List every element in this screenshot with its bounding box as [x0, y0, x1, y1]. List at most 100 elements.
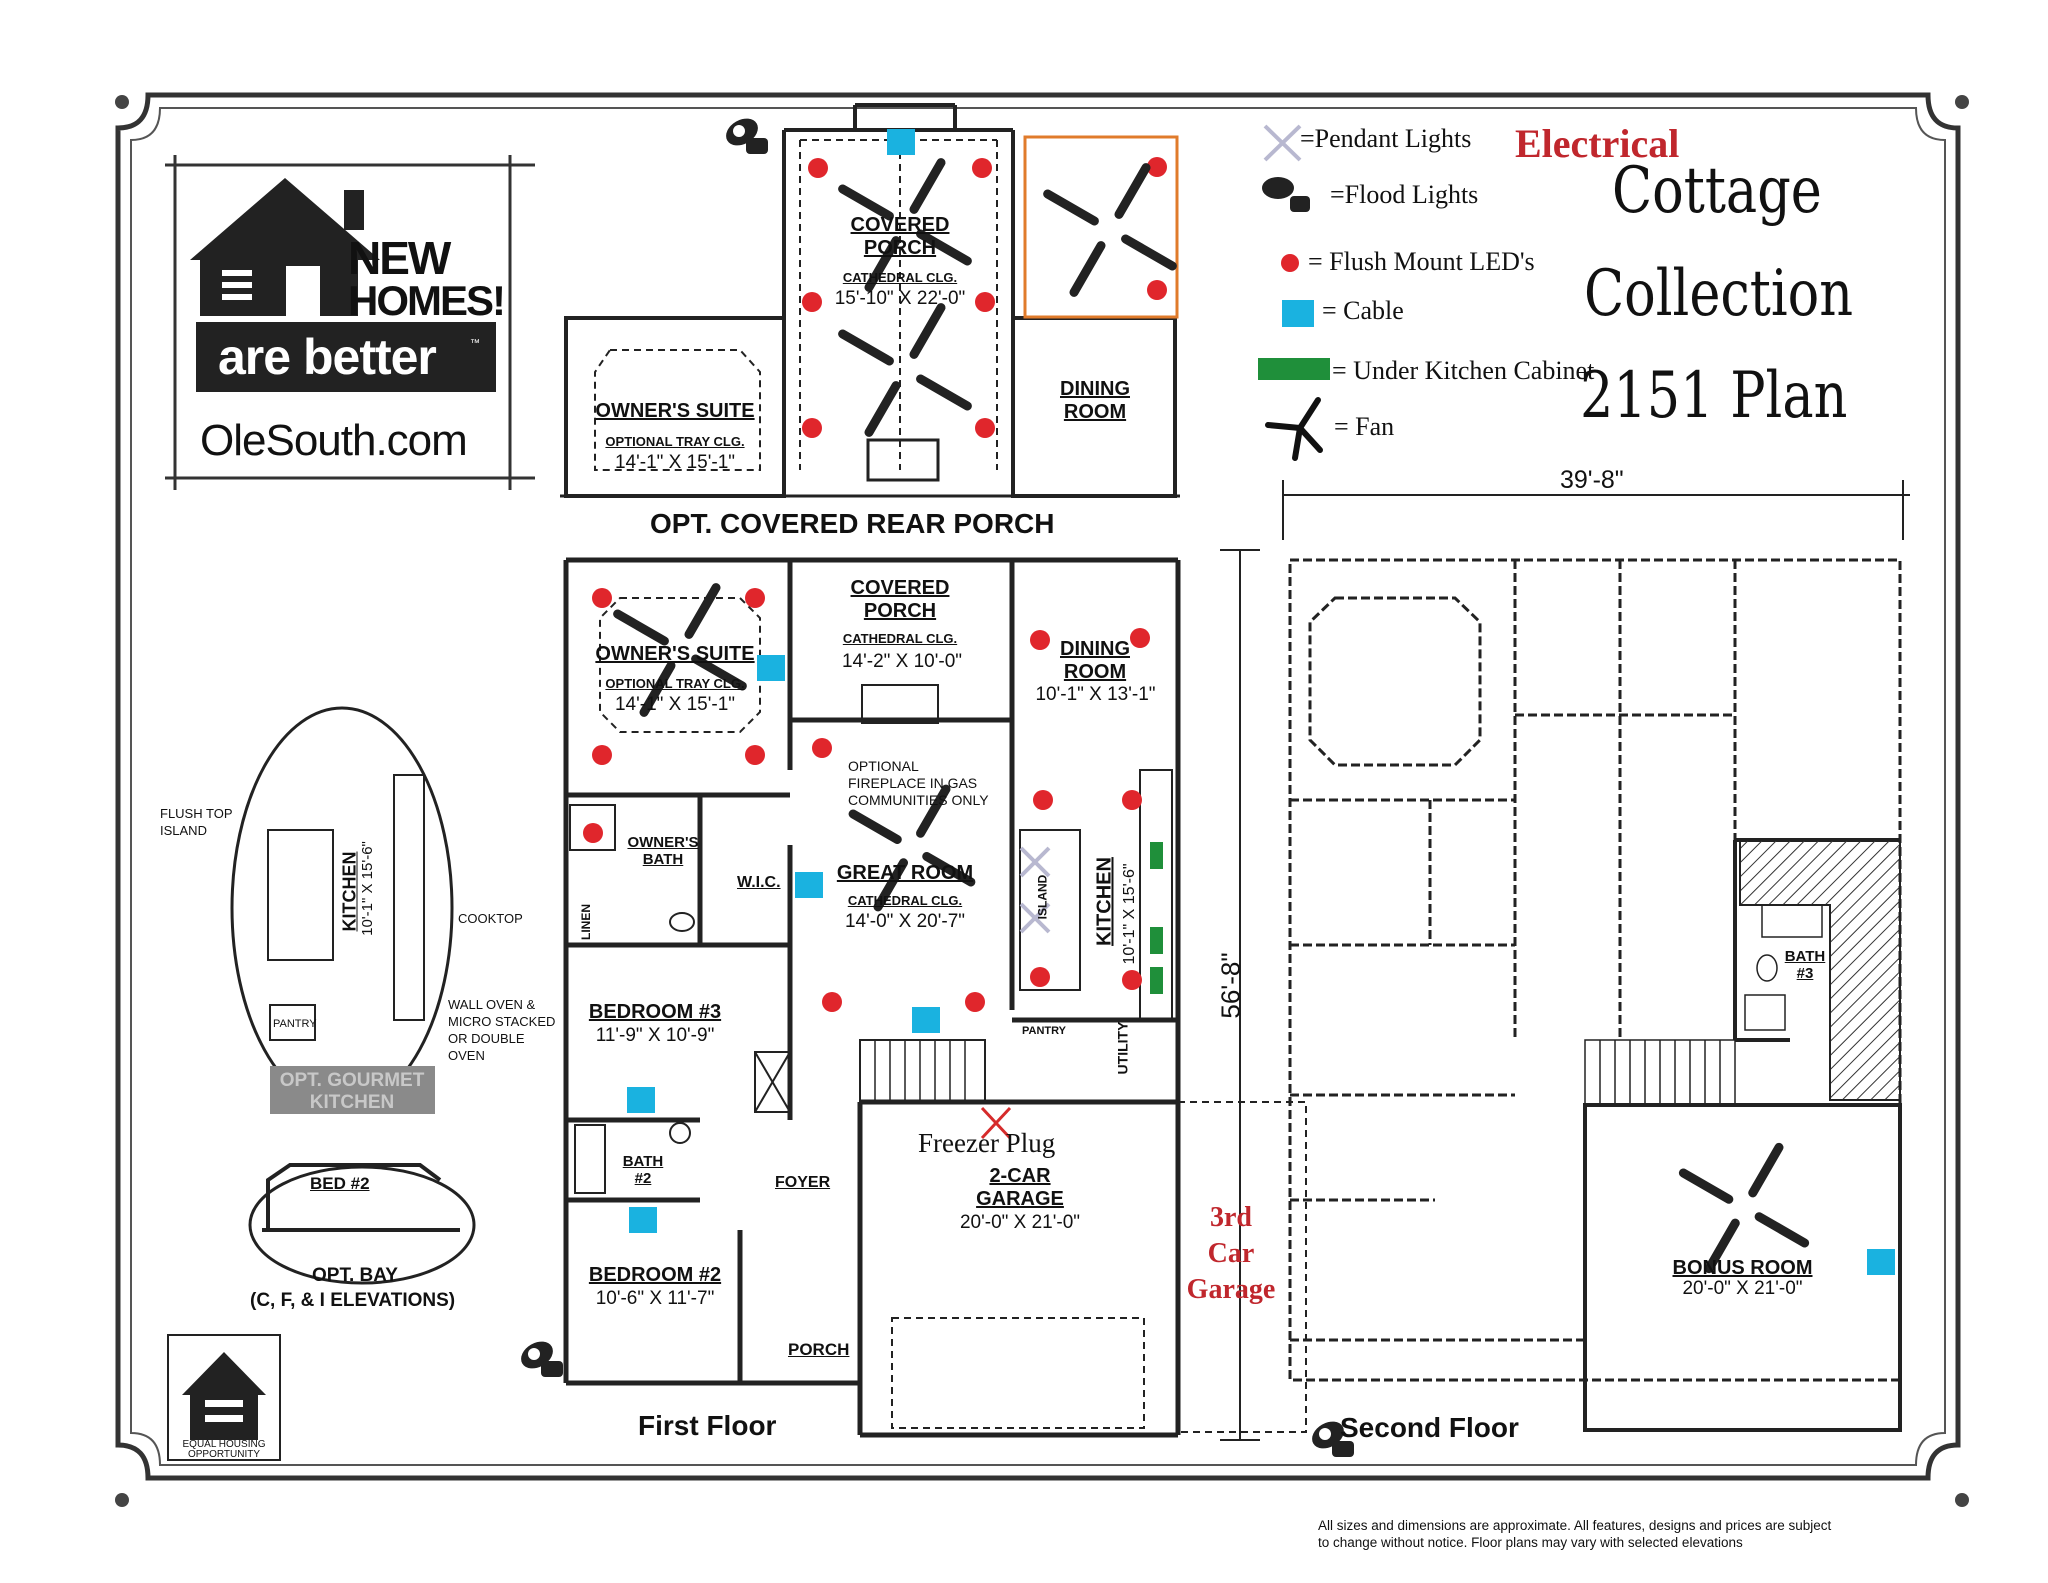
flush-led-icon [1130, 628, 1150, 648]
gourmet-kitchen-dim: 10'-1" X 15'-6" [358, 841, 376, 936]
bay-elevations-label: (C, F, & I ELEVATIONS) [250, 1290, 456, 1311]
ceiling-fan-icon [1069, 241, 1106, 297]
owners-suite-name: OWNER'S SUITE [595, 643, 755, 665]
bonus-room-dim: 20'-0" X 21'-0" [1682, 1278, 1803, 1299]
flush-led-icon [965, 992, 985, 1012]
opt-porch-owners-suite-name: OWNER'S SUITE [595, 400, 755, 422]
gourmet-kitchen-option-label: OPT. GOURMET KITCHEN [279, 1070, 425, 1113]
flush-led-icon [822, 992, 842, 1012]
flood-legend-icon [1262, 177, 1310, 212]
utility-label: UTILITY [1114, 1021, 1131, 1075]
decorative-frame [115, 92, 1961, 1481]
fireplace-note: OPTIONAL FIREPLACE IN GAS COMMUNITIES ON… [848, 758, 989, 808]
covered-porch-dim: 14'-2" X 10'-0" [841, 651, 963, 672]
opt-porch-covered-porch-sub: CATHEDRAL CLG. [842, 270, 958, 285]
disclaimer-line1: All sizes and dimensions are approximate… [1318, 1518, 1832, 1533]
electrical-title: Electrical [1515, 121, 1680, 166]
ceiling-fan-icon [1748, 1142, 1784, 1198]
flush-led-icon [745, 588, 765, 608]
ceiling-fan-icon [639, 661, 676, 717]
flush-led-icon [1122, 790, 1142, 810]
ceiling-fan-icon [864, 381, 901, 437]
cable-icon [912, 1007, 940, 1033]
covered-porch-sub: CATHEDRAL CLG. [842, 631, 958, 646]
equal-housing-label: EQUAL HOUSING OPPORTUNITY [182, 1439, 266, 1460]
depth-dimension: 56'-8" [1215, 952, 1246, 1019]
legend-pendant: =Pendant Lights [1300, 124, 1472, 153]
ceiling-fan-icon [684, 583, 721, 639]
cottage-title: Cottage [1612, 154, 1822, 228]
legend-cable: = Cable [1322, 296, 1404, 325]
garage-name: 2-CAR GARAGE [976, 1165, 1064, 1210]
cable-legend-icon [1282, 300, 1314, 327]
collection-title: Collection [1584, 257, 1854, 331]
dining-room-name: DINING ROOM [1060, 638, 1130, 683]
flush-led-icon [975, 418, 995, 438]
equal-housing-icon [182, 1352, 266, 1440]
cable-icon [629, 1207, 657, 1233]
ceiling-fan-icon [613, 609, 669, 646]
opt-porch-covered-porch-dim: 15'-10" X 22'-0" [834, 288, 966, 309]
flush-led-icon [1030, 967, 1050, 987]
legend-under-cabinet: = Under Kitchen Cabinet [1332, 356, 1595, 385]
cable-icon [887, 129, 915, 155]
island-label: ISLAND [1035, 874, 1050, 920]
ceiling-fan-icon [916, 374, 972, 411]
ceiling-fan-icon [916, 229, 972, 266]
ceiling-fan-icon [909, 158, 946, 214]
flood-light-icon-lens [1319, 1428, 1331, 1440]
opt-covered-rear-porch-title: OPT. COVERED REAR PORCH [650, 508, 1055, 539]
ceiling-fan-icon [1043, 189, 1099, 226]
opt-porch-owners-suite-sub: OPTIONAL TRAY CLG. [605, 434, 745, 449]
porch-label: PORCH [788, 1340, 850, 1359]
logo-trademark: ™ [470, 338, 480, 349]
cooktop-label: COOKTOP [458, 911, 523, 926]
owners-bath-label: OWNER'S BATH [627, 834, 699, 868]
bath2-label: BATH #2 [622, 1153, 664, 1187]
kitchen-dim: 10'-1" X 15'-6" [1121, 863, 1138, 965]
under-cabinet-light-icon [1150, 842, 1163, 869]
ceiling-fan-icon [838, 184, 894, 221]
ceiling-fan-icon [691, 654, 747, 691]
cable-icon [627, 1087, 655, 1113]
ceiling-fan-icon [1704, 1218, 1740, 1274]
owners-suite-dim: 14'-1" X 15'-1" [614, 694, 736, 715]
linen-label: LINEN [579, 904, 593, 940]
dining-room-dim: 10'-1" X 13'-1" [1035, 684, 1156, 705]
cable-icon [795, 872, 823, 898]
ceiling-fan-icon [838, 329, 894, 366]
garage-dim: 20'-0" X 21'-0" [959, 1212, 1081, 1233]
logo-new: NEW [348, 232, 451, 284]
freezer-plug-label: Freezer Plug [918, 1128, 1056, 1158]
flood-light-icon-base [1332, 1441, 1354, 1457]
great-room-dim: 14'-0" X 20'-7" [844, 911, 966, 932]
opt-porch-owners-suite-dim: 14'-1" X 15'-1" [614, 452, 736, 473]
flush-led-icon [1030, 630, 1050, 650]
under-cabinet-light-icon [1150, 927, 1163, 954]
cable-icon [1867, 1249, 1895, 1275]
wall-oven-label: WALL OVEN & MICRO STACKED OR DOUBLE OVEN [448, 997, 556, 1063]
flood-light-icon-base [746, 138, 768, 154]
legend-flush-led: = Flush Mount LED's [1308, 247, 1535, 276]
flush-led-icon [1147, 157, 1167, 177]
flush-top-island-label: FLUSH TOP ISLAND [160, 806, 233, 838]
under-cabinet-legend-icon [1258, 358, 1330, 380]
pendant-legend-icon [1263, 124, 1302, 162]
fan-legend-icon [1265, 397, 1323, 461]
flush-led-icon [592, 745, 612, 765]
cable-icon [757, 655, 785, 681]
flood-light-icon-lens [528, 1348, 540, 1360]
great-room-name: GREAT ROOM [836, 862, 974, 884]
legend-fan: = Fan [1334, 412, 1395, 441]
covered-porch-name: COVERED PORCH [850, 577, 950, 622]
wic-label: W.I.C. [737, 874, 781, 891]
flush-led-icon [812, 738, 832, 758]
gourmet-pantry-label: PANTRY [273, 1018, 317, 1030]
bath3-label: BATH #3 [1784, 948, 1826, 982]
width-dimension: 39'-8" [1560, 466, 1624, 494]
disclaimer-line2: to change without notice. Floor plans ma… [1318, 1535, 1743, 1550]
house-logo-icon [190, 178, 380, 316]
ceiling-fan-icon [922, 852, 976, 887]
flush-led-icon [802, 418, 822, 438]
